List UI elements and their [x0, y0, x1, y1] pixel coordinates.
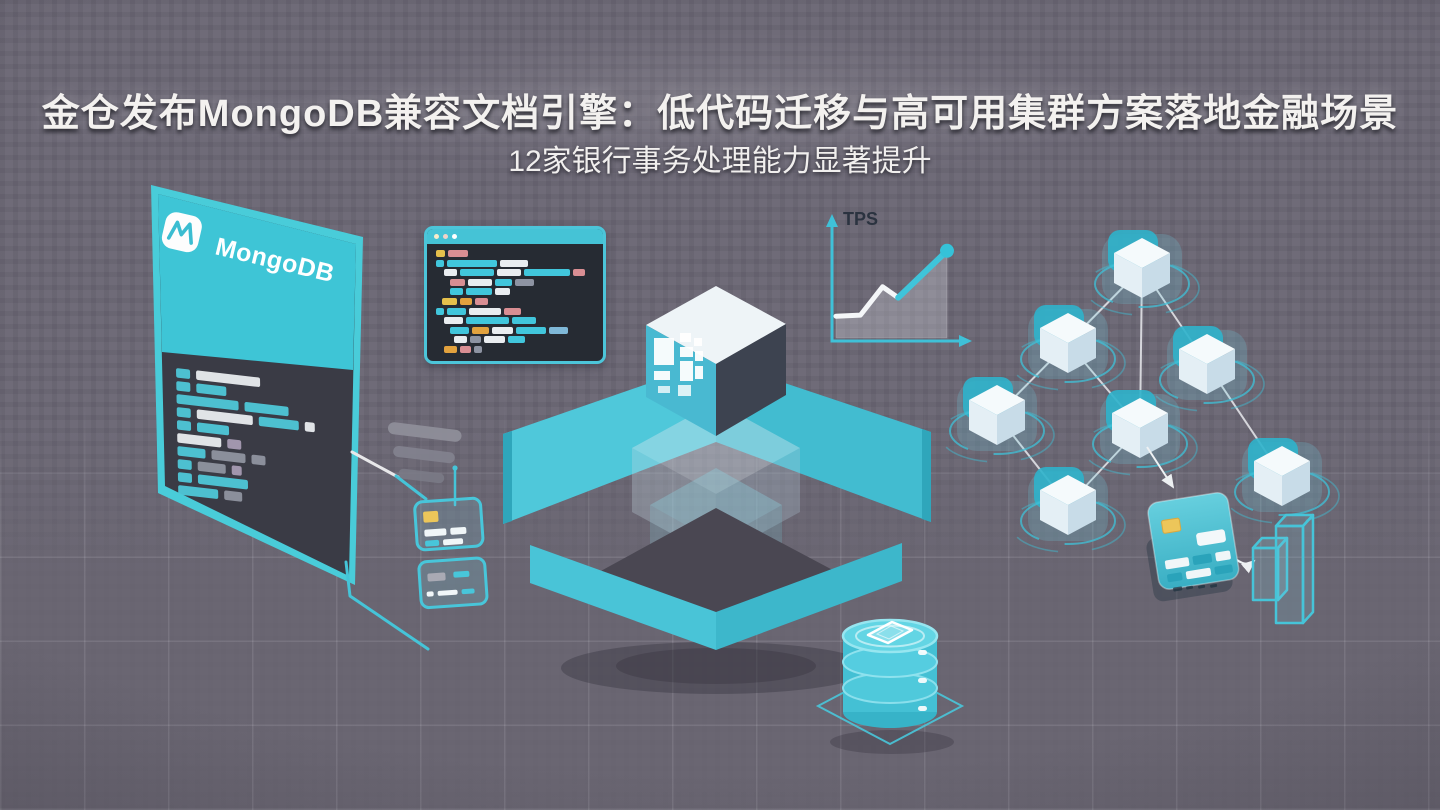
cluster-node-B	[1010, 304, 1126, 391]
bank-card-icon	[417, 556, 489, 610]
code-editor-window	[424, 226, 606, 364]
chart-title: TPS	[843, 209, 878, 229]
mongodb-panel: MongoDB	[151, 185, 363, 585]
cluster-node-F	[1010, 466, 1126, 553]
credit-card-icon	[1146, 491, 1240, 602]
window-dot-icon	[452, 234, 457, 239]
editor-code-lines	[427, 244, 603, 361]
cluster-node-A	[1084, 229, 1200, 316]
bank-card-icon	[413, 496, 485, 552]
page-subtitle: 12家银行事务处理能力显著提升	[508, 145, 932, 178]
editor-titlebar	[427, 229, 603, 244]
tps-chart: TPS	[826, 209, 972, 347]
cluster-node-D	[939, 376, 1055, 463]
bank-cards	[413, 496, 489, 610]
window-dot-icon	[434, 234, 439, 239]
database-cylinder-icon	[815, 618, 965, 754]
bar-chart-3d-icon	[1251, 513, 1315, 625]
cluster-node-G	[1224, 437, 1340, 524]
cluster-node-E	[1082, 389, 1198, 476]
window-dot-icon	[443, 234, 448, 239]
cluster-diagram	[939, 229, 1340, 553]
page-title: 金仓发布MongoDB兼容文档引擎：低代码迁移与高可用集群方案落地金融场景	[41, 93, 1399, 135]
